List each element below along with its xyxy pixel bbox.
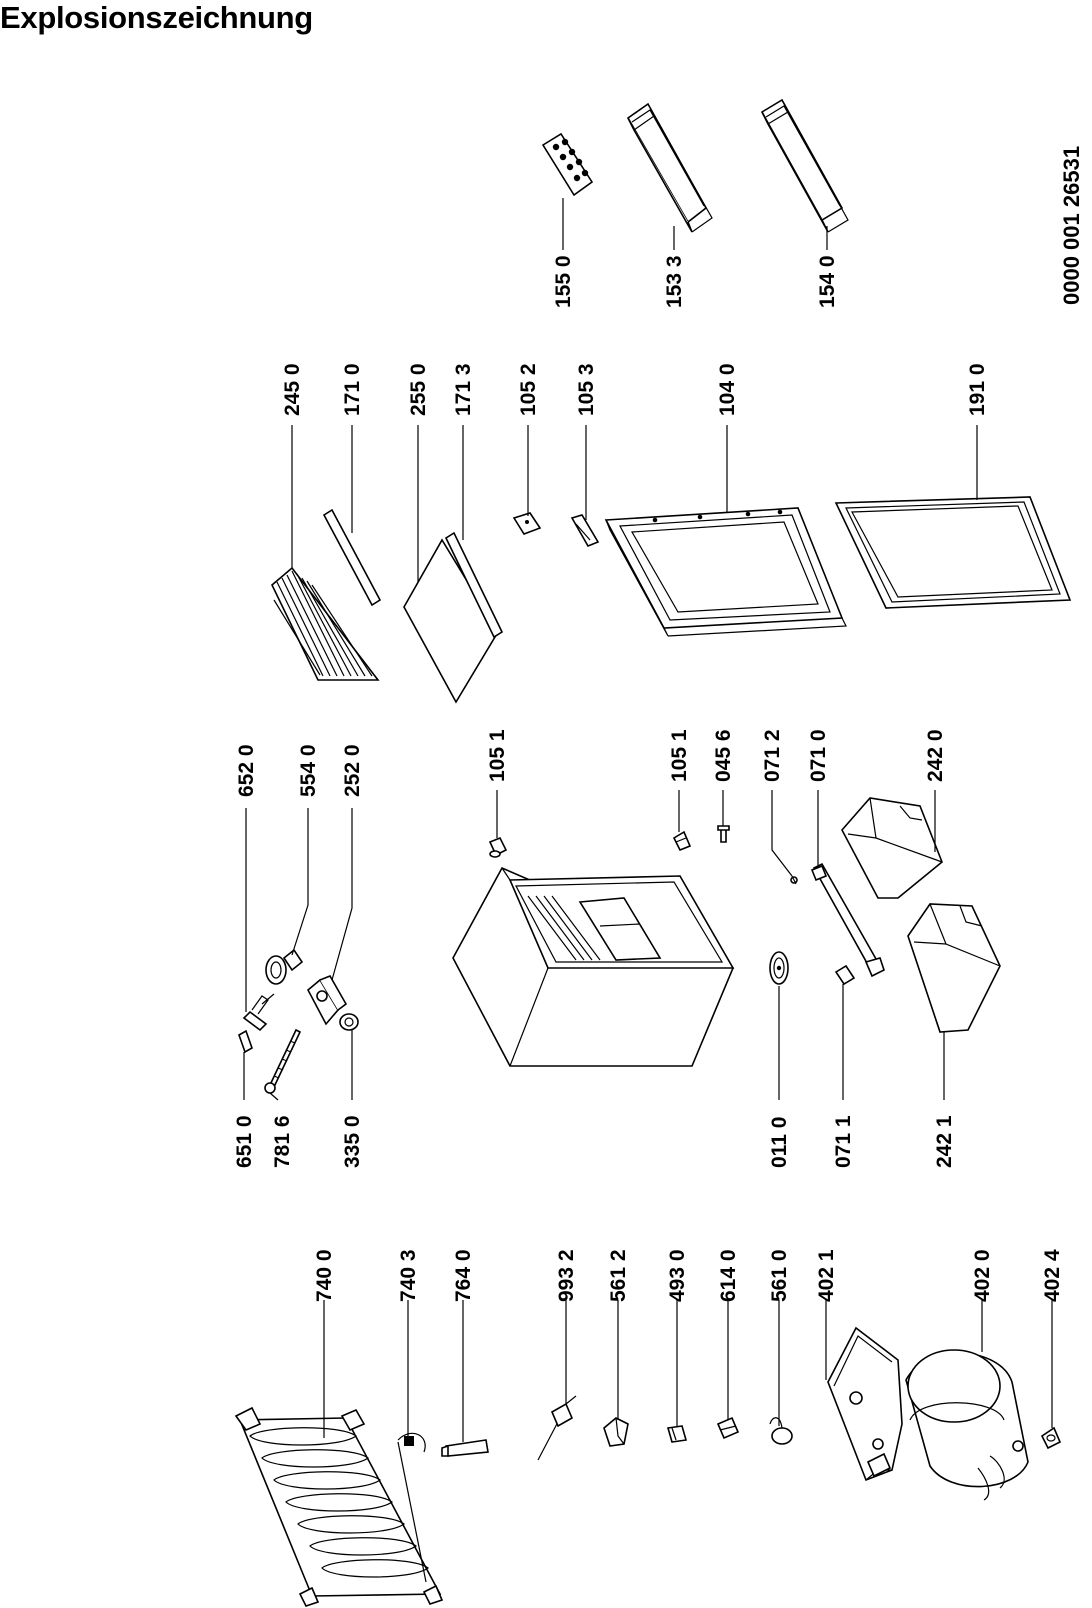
crisper-drawer-small-illustration: [841, 797, 943, 899]
relay-illustration: [603, 1417, 629, 1447]
part-label-561-0: 561 0: [768, 1249, 791, 1302]
thermostat-illustration: [242, 993, 275, 1032]
door-gasket-illustration: [834, 496, 1072, 609]
hinge-pin-top-illustration: [488, 836, 508, 858]
part-label-651-0: 651 0: [233, 1115, 256, 1168]
part-label-402-4: 402 4: [1041, 1249, 1064, 1302]
compressor-illustration: [905, 1349, 1029, 1501]
fan-illustration: [769, 951, 789, 985]
glass-shelf-trim-illustration: [444, 531, 504, 639]
egg-tray-illustration: [541, 132, 594, 197]
document-number: 0000 001 26531: [1059, 146, 1084, 305]
hinge-pin-bottom-illustration: [672, 830, 692, 852]
part-label-402-1: 402 1: [815, 1249, 838, 1302]
sensor-tip-illustration: [238, 1029, 253, 1054]
wire-shelf-illustration: [271, 566, 380, 681]
part-label-402-0: 402 0: [971, 1249, 994, 1302]
screw-illustration: [717, 825, 730, 843]
filter-dryer-illustration: [404, 1436, 414, 1446]
part-label-105-1-bottom: 105 1: [668, 729, 691, 782]
part-label-105-3: 105 3: [575, 363, 598, 416]
shelf-trim-illustration: [322, 508, 382, 607]
hinge-bottom-illustration: [570, 514, 600, 548]
part-label-242-1: 242 1: [933, 1115, 956, 1168]
part-label-071-1: 071 1: [832, 1115, 855, 1168]
condenser-illustration: [234, 1406, 444, 1607]
small-screw-illustration: [790, 875, 798, 885]
part-label-105-1-top: 105 1: [486, 729, 509, 782]
door-panel-illustration: [604, 507, 847, 637]
part-label-335-0: 335 0: [341, 1115, 364, 1168]
grommet-illustration: [1040, 1426, 1062, 1450]
lamp-housing-illustration: [306, 974, 348, 1026]
part-label-153-3: 153 3: [663, 255, 686, 308]
part-label-171-0: 171 0: [341, 363, 364, 416]
crisper-drawer-large-illustration: [907, 903, 1001, 1033]
part-label-740-3: 740 3: [397, 1249, 420, 1302]
part-label-561-2: 561 2: [607, 1249, 630, 1302]
door-shelf-illustration: [626, 102, 713, 233]
part-label-614-0: 614 0: [717, 1249, 740, 1302]
part-label-191-0: 191 0: [966, 363, 989, 416]
overload-protector-illustration: [716, 1416, 740, 1440]
part-label-071-0: 071 0: [807, 729, 830, 782]
leveling-bar-illustration: [810, 862, 885, 978]
part-label-255-0: 255 0: [407, 363, 430, 416]
part-label-104-0: 104 0: [716, 363, 739, 416]
page-title: Explosionszeichnung: [0, 0, 313, 35]
part-label-493-0: 493 0: [666, 1249, 689, 1302]
bottle-shelf-illustration: [760, 98, 849, 233]
hinge-top-illustration: [512, 512, 542, 535]
part-label-155-0: 155 0: [552, 255, 575, 308]
capillary-tube-illustration: [264, 1028, 302, 1094]
knob-illustration: [339, 1013, 359, 1031]
part-label-781-6: 781 6: [271, 1115, 294, 1168]
part-label-045-6: 045 6: [712, 729, 735, 782]
part-label-993-2: 993 2: [555, 1249, 578, 1302]
part-label-652-0: 652 0: [235, 744, 258, 797]
part-label-764-0: 764 0: [452, 1249, 475, 1302]
drier-tube-illustration: [441, 1439, 489, 1457]
light-switch-illustration: [265, 948, 304, 985]
part-label-011-0: 011 0: [768, 1117, 791, 1168]
foot-illustration: [834, 964, 856, 986]
part-label-245-0: 245 0: [281, 363, 304, 416]
cabinet-illustration: [452, 866, 735, 1067]
part-label-071-2: 071 2: [761, 729, 784, 782]
cable-illustration: [537, 1395, 577, 1461]
part-label-171-3: 171 3: [452, 363, 475, 416]
starter-illustration: [769, 1417, 793, 1445]
part-label-154-0: 154 0: [816, 255, 839, 308]
part-label-252-0: 252 0: [341, 744, 364, 797]
part-label-105-2: 105 2: [517, 363, 540, 416]
part-label-740-0: 740 0: [313, 1249, 336, 1302]
part-label-554-0: 554 0: [297, 744, 320, 797]
mounting-plate-illustration: [827, 1326, 903, 1482]
capacitor-illustration: [666, 1425, 688, 1443]
part-label-242-0: 242 0: [924, 729, 947, 782]
